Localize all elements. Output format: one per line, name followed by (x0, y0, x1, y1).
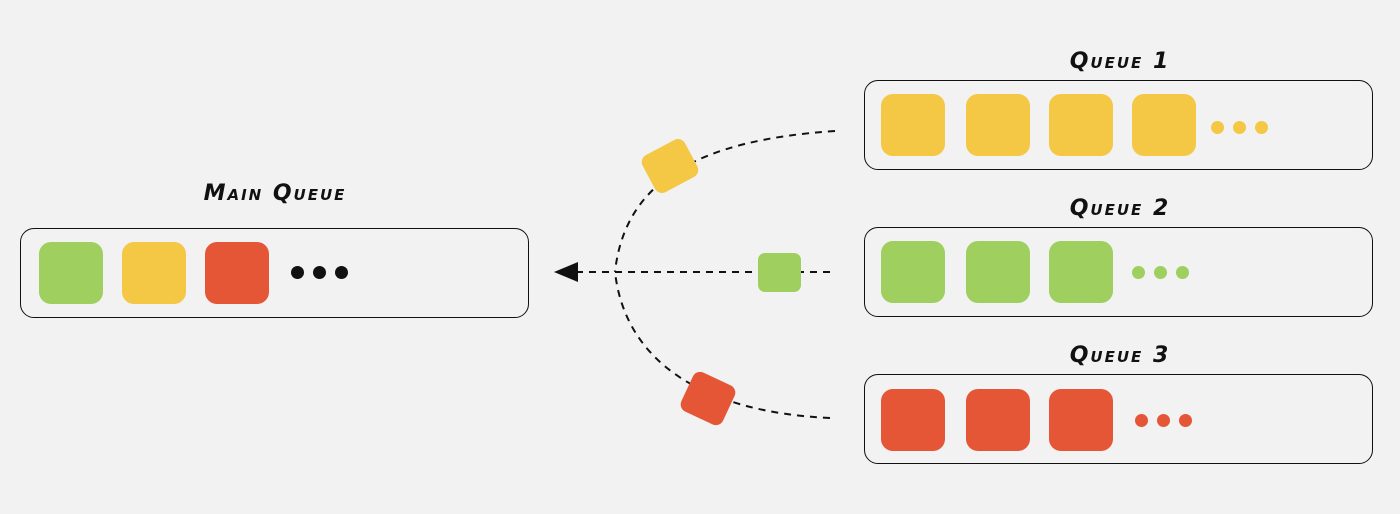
queue-3-item (881, 389, 945, 451)
queue-3-item (1049, 389, 1113, 451)
queue-3-ellipsis-dot (1135, 414, 1148, 427)
flow-line-queue-1 (614, 130, 836, 273)
main-queue-title: Main Queue (203, 181, 347, 206)
queue-1-ellipsis-dot (1211, 121, 1224, 134)
queue-2-item (881, 241, 945, 303)
queue-1-ellipsis-dot (1255, 121, 1268, 134)
queue-1-box (864, 80, 1373, 170)
queue-1-item (1049, 94, 1113, 156)
main-queue-item (205, 242, 269, 304)
queue-3-title: Queue 3 (1069, 343, 1171, 368)
main-queue-ellipsis-dot (313, 266, 326, 279)
queue-1-item (966, 94, 1030, 156)
queue-2-box (864, 227, 1373, 317)
queue-2-ellipsis-dot (1176, 266, 1189, 279)
main-queue-item (39, 242, 103, 304)
main-queue-item (122, 242, 186, 304)
queue-3-item (966, 389, 1030, 451)
queue-2-ellipsis-dot (1132, 266, 1145, 279)
main-queue-ellipsis-dot (291, 266, 304, 279)
queue-3-ellipsis-dot (1157, 414, 1170, 427)
moving-item-green (758, 253, 801, 292)
queue-1-ellipsis-dot (1233, 121, 1246, 134)
flow-line-queue-3 (614, 271, 831, 419)
queue-3-ellipsis-dot (1179, 414, 1192, 427)
main-queue-box (20, 228, 529, 318)
queue-1-item (1132, 94, 1196, 156)
queue-1-title: Queue 1 (1069, 49, 1171, 74)
queue-3-box (864, 374, 1373, 464)
main-queue-ellipsis-dot (335, 266, 348, 279)
queue-2-item (1049, 241, 1113, 303)
queue-2-title: Queue 2 (1069, 196, 1171, 221)
queue-2-item (966, 241, 1030, 303)
queue-1-item (881, 94, 945, 156)
queue-2-ellipsis-dot (1154, 266, 1167, 279)
